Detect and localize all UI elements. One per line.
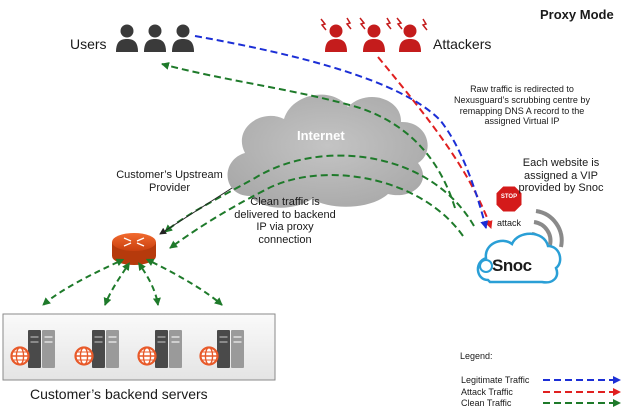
legend-attack-label: Attack Traffic: [461, 387, 513, 397]
legend-swatches: [543, 376, 621, 407]
legend-title: Legend:: [460, 351, 493, 361]
attackers-group: [320, 17, 428, 52]
globe-icon: [199, 346, 219, 366]
upstream-provider-label: Customer’s Upstream Provider: [116, 169, 223, 194]
proxy-connection-line: [159, 187, 233, 235]
router-server-links: [42, 258, 223, 306]
snoc-logo-icon: [476, 232, 562, 284]
stop-sign-icon: [495, 185, 523, 213]
attacker-icon: [325, 24, 347, 52]
legend-legitimate-label: Legitimate Traffic: [461, 375, 530, 385]
attack-label: attack: [497, 218, 522, 228]
globe-icon: [10, 346, 30, 366]
internet-label: Internet: [297, 128, 345, 143]
lightning-icon: [320, 17, 428, 31]
legend-clean-label: Clean Traffic: [461, 398, 512, 408]
user-icon: [144, 24, 166, 52]
vip-note: Each website is assigned a VIP provided …: [518, 157, 604, 195]
user-icon: [116, 24, 138, 52]
clean-traffic-note: Clean traffic is delivered to backend IP…: [234, 196, 336, 246]
cloud-icon: [227, 94, 428, 208]
attacker-icon: [363, 24, 385, 52]
snoc-logo-label: Snoc: [492, 256, 532, 275]
clean-traffic-lower-arc-arrow: [169, 174, 464, 249]
router-icon: [112, 233, 156, 265]
users-label: Users: [70, 36, 107, 52]
raw-traffic-note: Raw traffic is redirected to Nexusguard’…: [454, 84, 590, 127]
backend-servers-label: Customer’s backend servers: [30, 386, 208, 402]
globe-icon: [137, 346, 157, 366]
page-title: Proxy Mode: [540, 7, 614, 22]
stop-sign-label: STOP: [500, 194, 518, 200]
clean-traffic-return-users-arrow: [161, 62, 456, 209]
attackers-label: Attackers: [433, 36, 492, 52]
legitimate-traffic-arrow: [194, 35, 489, 229]
attack-traffic-arrow: [377, 56, 493, 229]
globe-icon: [74, 346, 94, 366]
user-icon: [172, 24, 194, 52]
users-group: [116, 24, 194, 52]
